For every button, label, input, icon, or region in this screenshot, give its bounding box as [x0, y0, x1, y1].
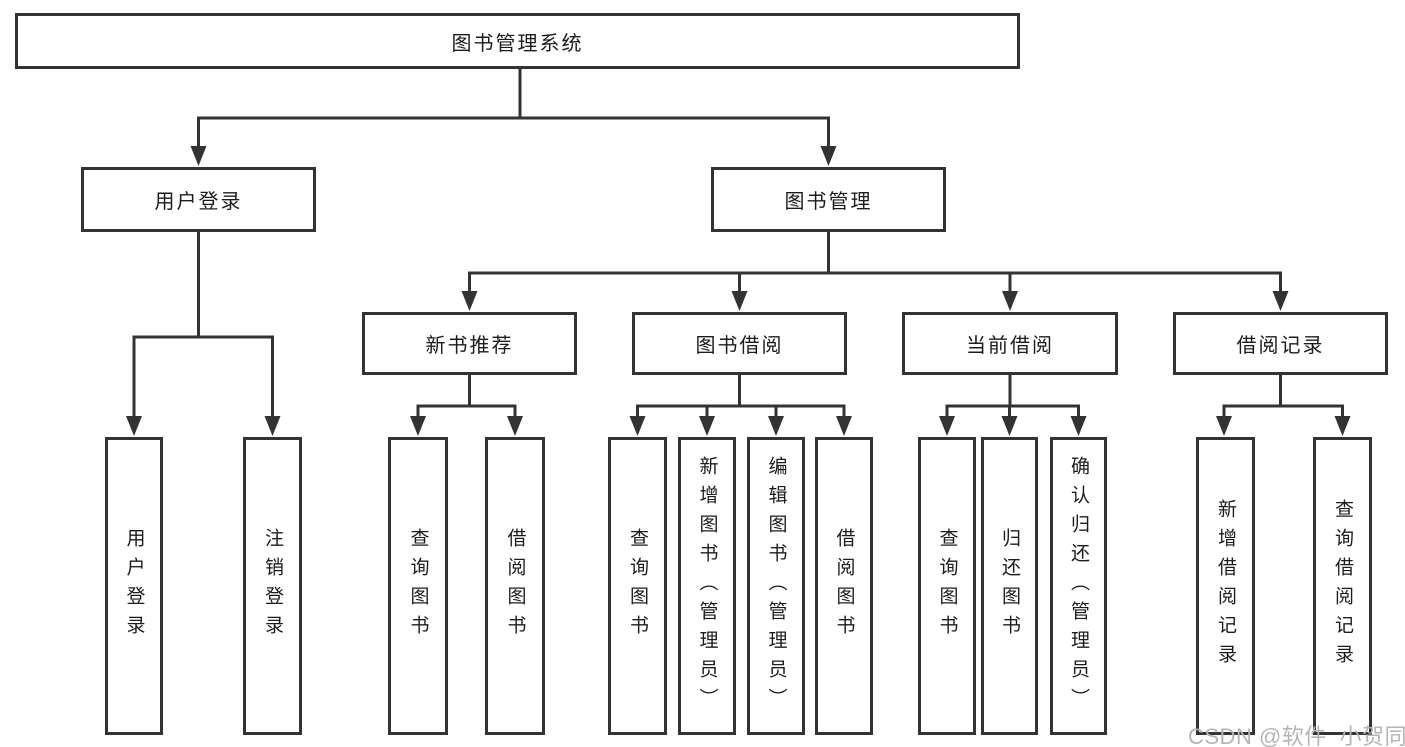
leaf-cb-confirm-return-admin: 确认归还（管理员）	[1050, 437, 1107, 735]
leaf-bb-edit-book-admin: 编辑图书（管理员）	[747, 437, 805, 735]
leaf-bb-query-book: 查询图书	[608, 437, 667, 735]
node-book-borrow: 图书借阅	[632, 312, 847, 375]
leaf-br-query-record-label: 查询借阅记录	[1332, 499, 1353, 673]
node-root: 图书管理系统	[15, 13, 1020, 69]
leaf-bb-add-book-admin: 新增图书（管理员）	[678, 437, 736, 735]
leaf-nb-query-book: 查询图书	[388, 437, 448, 735]
node-book-management: 图书管理	[711, 167, 946, 232]
node-new-book-recommend-label: 新书推荐	[425, 335, 514, 357]
csdn-watermark: CSDN @软件_小贺同学	[1188, 724, 1405, 747]
node-root-label: 图书管理系统	[451, 32, 584, 55]
leaf-bb-borrow-book-label: 借阅图书	[833, 528, 855, 644]
leaf-cb-confirm-return-admin-label: 确认归还（管理员）	[1068, 455, 1089, 717]
node-new-book-recommend: 新书推荐	[362, 312, 577, 375]
node-current-borrow-label: 当前借阅	[966, 335, 1054, 357]
leaf-cb-query-book-label: 查询图书	[936, 528, 958, 644]
leaf-cb-return-book-label: 归还图书	[999, 528, 1020, 644]
leaf-bb-edit-book-admin-label: 编辑图书（管理员）	[765, 455, 787, 717]
leaf-br-query-record: 查询借阅记录	[1313, 437, 1372, 735]
leaf-bb-query-book-label: 查询图书	[627, 528, 648, 644]
leaf-nb-borrow-book: 借阅图书	[485, 437, 545, 735]
leaf-br-add-record: 新增借阅记录	[1196, 437, 1255, 735]
leaf-user-login: 用户登录	[105, 437, 163, 735]
node-borrow-record-label: 借阅记录	[1236, 335, 1325, 357]
leaf-cb-return-book: 归还图书	[981, 437, 1038, 735]
leaf-nb-query-book-label: 查询图书	[407, 528, 429, 644]
node-current-borrow: 当前借阅	[902, 312, 1118, 375]
leaf-bb-add-book-admin-label: 新增图书（管理员）	[696, 455, 718, 717]
node-book-borrow-label: 图书借阅	[695, 335, 784, 357]
leaf-logout-label: 注销登录	[262, 528, 283, 644]
leaf-bb-borrow-book: 借阅图书	[815, 437, 873, 735]
node-book-management-label: 图书管理	[784, 191, 873, 213]
arrowheads	[126, 146, 1351, 436]
leaf-nb-borrow-book-label: 借阅图书	[504, 528, 526, 644]
leaf-cb-query-book: 查询图书	[918, 437, 976, 735]
node-user-login-label: 用户登录	[154, 191, 243, 213]
leaf-user-login-label: 用户登录	[123, 528, 145, 644]
leaf-logout: 注销登录	[243, 437, 302, 735]
leaf-br-add-record-label: 新增借阅记录	[1215, 499, 1236, 673]
node-borrow-record: 借阅记录	[1173, 312, 1388, 375]
node-user-login: 用户登录	[81, 167, 316, 232]
